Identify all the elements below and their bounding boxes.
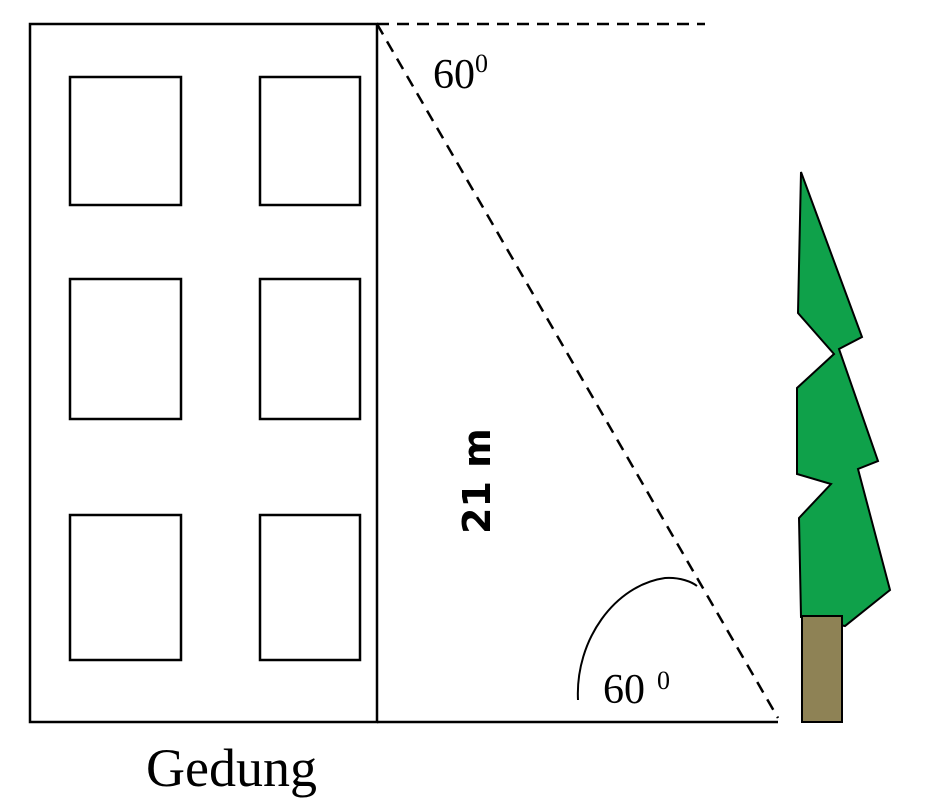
tree-trunk [801, 615, 843, 723]
angle-top-label: 600 [433, 49, 488, 98]
window [68, 513, 183, 662]
tree-icon [796, 171, 892, 723]
line-of-sight [375, 23, 780, 719]
window [68, 75, 183, 207]
window [68, 277, 183, 421]
window [258, 513, 362, 662]
window [258, 75, 362, 207]
building-label: Gedung [146, 738, 317, 798]
window [258, 277, 362, 421]
building-windows [68, 75, 362, 662]
building-outline [28, 22, 379, 724]
height-label: 21 m [455, 428, 499, 534]
tree-foliage [796, 171, 892, 628]
angle-arc [576, 576, 698, 701]
